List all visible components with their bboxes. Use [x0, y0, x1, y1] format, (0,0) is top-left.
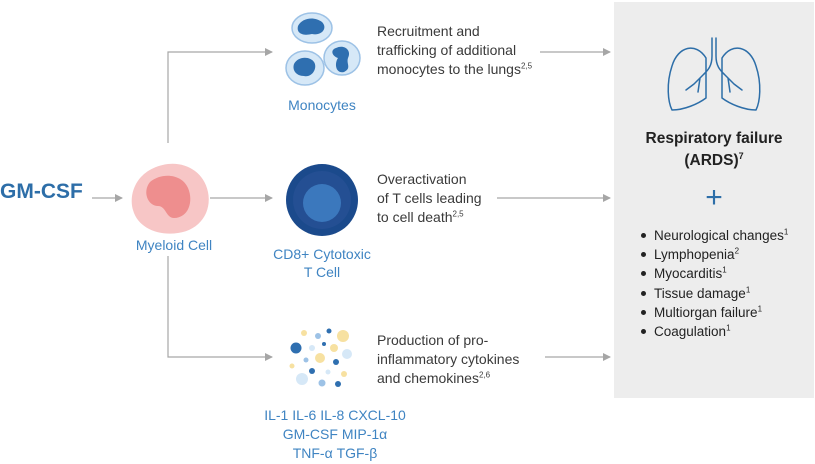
arrow-myeloid-to-monocytes — [167, 48, 273, 143]
gm-csf-label: GM-CSF — [0, 180, 83, 203]
effect-production-line3-text: and chemokines — [377, 370, 479, 386]
outcome-title: Respiratory failure (ARDS)7 — [614, 128, 814, 172]
cytokines-row-2: GM-CSF MIP-1α — [282, 426, 388, 442]
outcome-title-line2: (ARDS)7 — [614, 150, 814, 172]
effect-recruitment-ref: 2,5 — [520, 61, 533, 71]
t-cell-label: CD8+ Cytotoxic T Cell — [255, 245, 389, 281]
effect-overactivation: Overactivation of T cells leading to cel… — [377, 170, 567, 227]
effect-recruitment-line1: Recruitment and — [377, 23, 480, 39]
list-item-text: Neurological changes — [654, 228, 784, 243]
monocytes-icon — [285, 12, 361, 86]
list-item: Neurological changes1 — [640, 226, 788, 245]
cytokines-row-3: TNF-α TGF-β — [292, 445, 378, 461]
list-item: Coagulation1 — [640, 322, 788, 341]
plus-icon: + — [705, 181, 723, 214]
list-item-text: Lymphopenia — [654, 247, 735, 263]
list-item-text: Myocarditis — [654, 266, 723, 282]
effect-recruitment-line3-text: monocytes to the lungs — [377, 61, 521, 77]
cytokines-icon — [289, 328, 352, 387]
effect-recruitment: Recruitment and trafficking of additiona… — [377, 22, 567, 79]
monocytes-label: Monocytes — [288, 97, 356, 113]
myeloid-cell-label: Myeloid Cell — [135, 237, 213, 253]
outcome-panel — [614, 2, 814, 398]
list-item-ref: 1 — [722, 265, 727, 275]
list-item: Multiorgan failure1 — [640, 303, 788, 322]
effect-recruitment-line2: trafficking of additional — [377, 42, 517, 58]
effect-recruitment-line3: monocytes to the lungs2,5 — [377, 60, 567, 79]
t-cell-icon — [286, 164, 358, 236]
list-item-text: Multiorgan failure — [654, 304, 758, 320]
list-item-ref: 1 — [783, 227, 789, 237]
effect-overactivation-line2: of T cells leading — [377, 190, 482, 206]
t-cell-label-line1: CD8+ Cytotoxic — [273, 246, 371, 262]
effect-overactivation-line1: Overactivation — [377, 171, 467, 187]
list-item: Lymphopenia2 — [640, 245, 788, 264]
effect-overactivation-line3-text: to cell death — [377, 209, 453, 225]
effect-overactivation-ref: 2,5 — [452, 209, 464, 219]
effect-overactivation-line3: to cell death2,5 — [377, 208, 567, 227]
list-item-ref: 1 — [757, 304, 763, 314]
list-item: Tissue damage1 — [640, 284, 788, 303]
arrow-myeloid-to-cytokines — [167, 256, 273, 361]
effect-production-line2: inflammatory cytokines — [377, 351, 520, 367]
list-item-ref: 2 — [734, 246, 740, 256]
list-item-ref: 1 — [745, 285, 751, 295]
effect-production-ref: 2,6 — [478, 370, 491, 380]
outcome-title-ref: 7 — [738, 150, 744, 161]
effect-production: Production of pro- inflammatory cytokine… — [377, 331, 567, 388]
outcome-list: Neurological changes1 Lymphopenia2 Myoca… — [640, 226, 788, 341]
outcome-title-line2-text: (ARDS) — [684, 152, 739, 169]
effect-production-line3: and chemokines2,6 — [377, 369, 567, 388]
lungs-icon — [667, 37, 761, 111]
list-item: Myocarditis1 — [640, 264, 788, 283]
outcome-title-line1: Respiratory failure — [645, 130, 783, 147]
cytokines-row-1: IL-1 IL-6 IL-8 CXCL-10 — [264, 407, 406, 423]
t-cell-label-line2: T Cell — [303, 264, 341, 280]
list-item-text: Tissue damage — [654, 285, 746, 301]
myeloid-cell-icon — [131, 163, 209, 234]
list-item-text: Coagulation — [654, 324, 727, 340]
list-item-ref: 1 — [726, 323, 731, 333]
effect-production-line1: Production of pro- — [377, 332, 489, 348]
